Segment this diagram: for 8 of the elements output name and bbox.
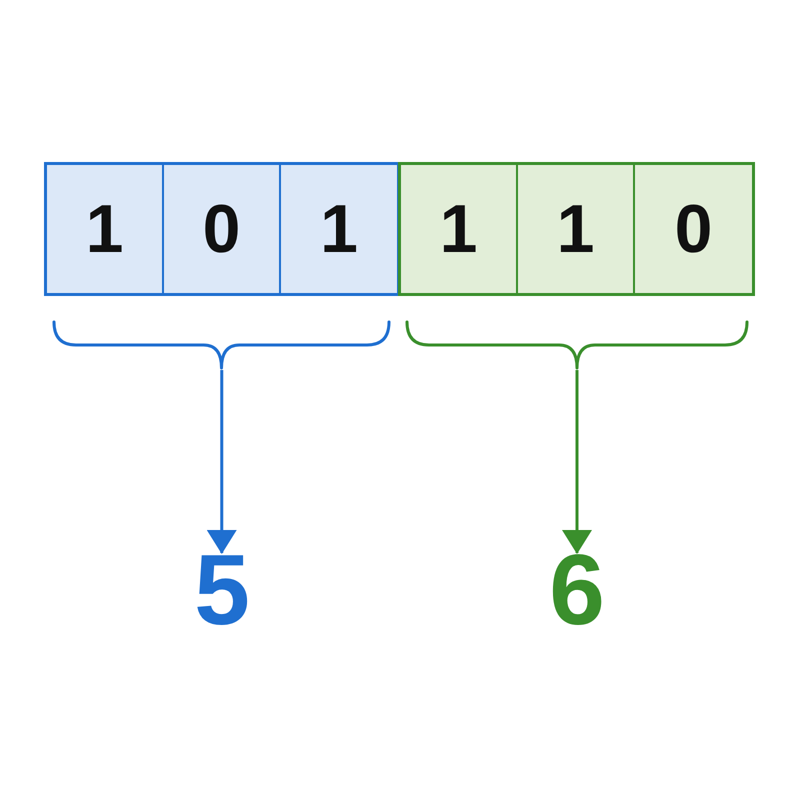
arrow: [562, 370, 592, 554]
bit-group-box: [398, 162, 755, 296]
curly-brace: [405, 320, 749, 370]
decimal-value: 6: [549, 553, 605, 628]
curly-brace: [52, 320, 391, 370]
decimal-value: 5: [194, 553, 250, 628]
bit-group-box: [44, 162, 400, 296]
arrow: [206, 370, 237, 554]
